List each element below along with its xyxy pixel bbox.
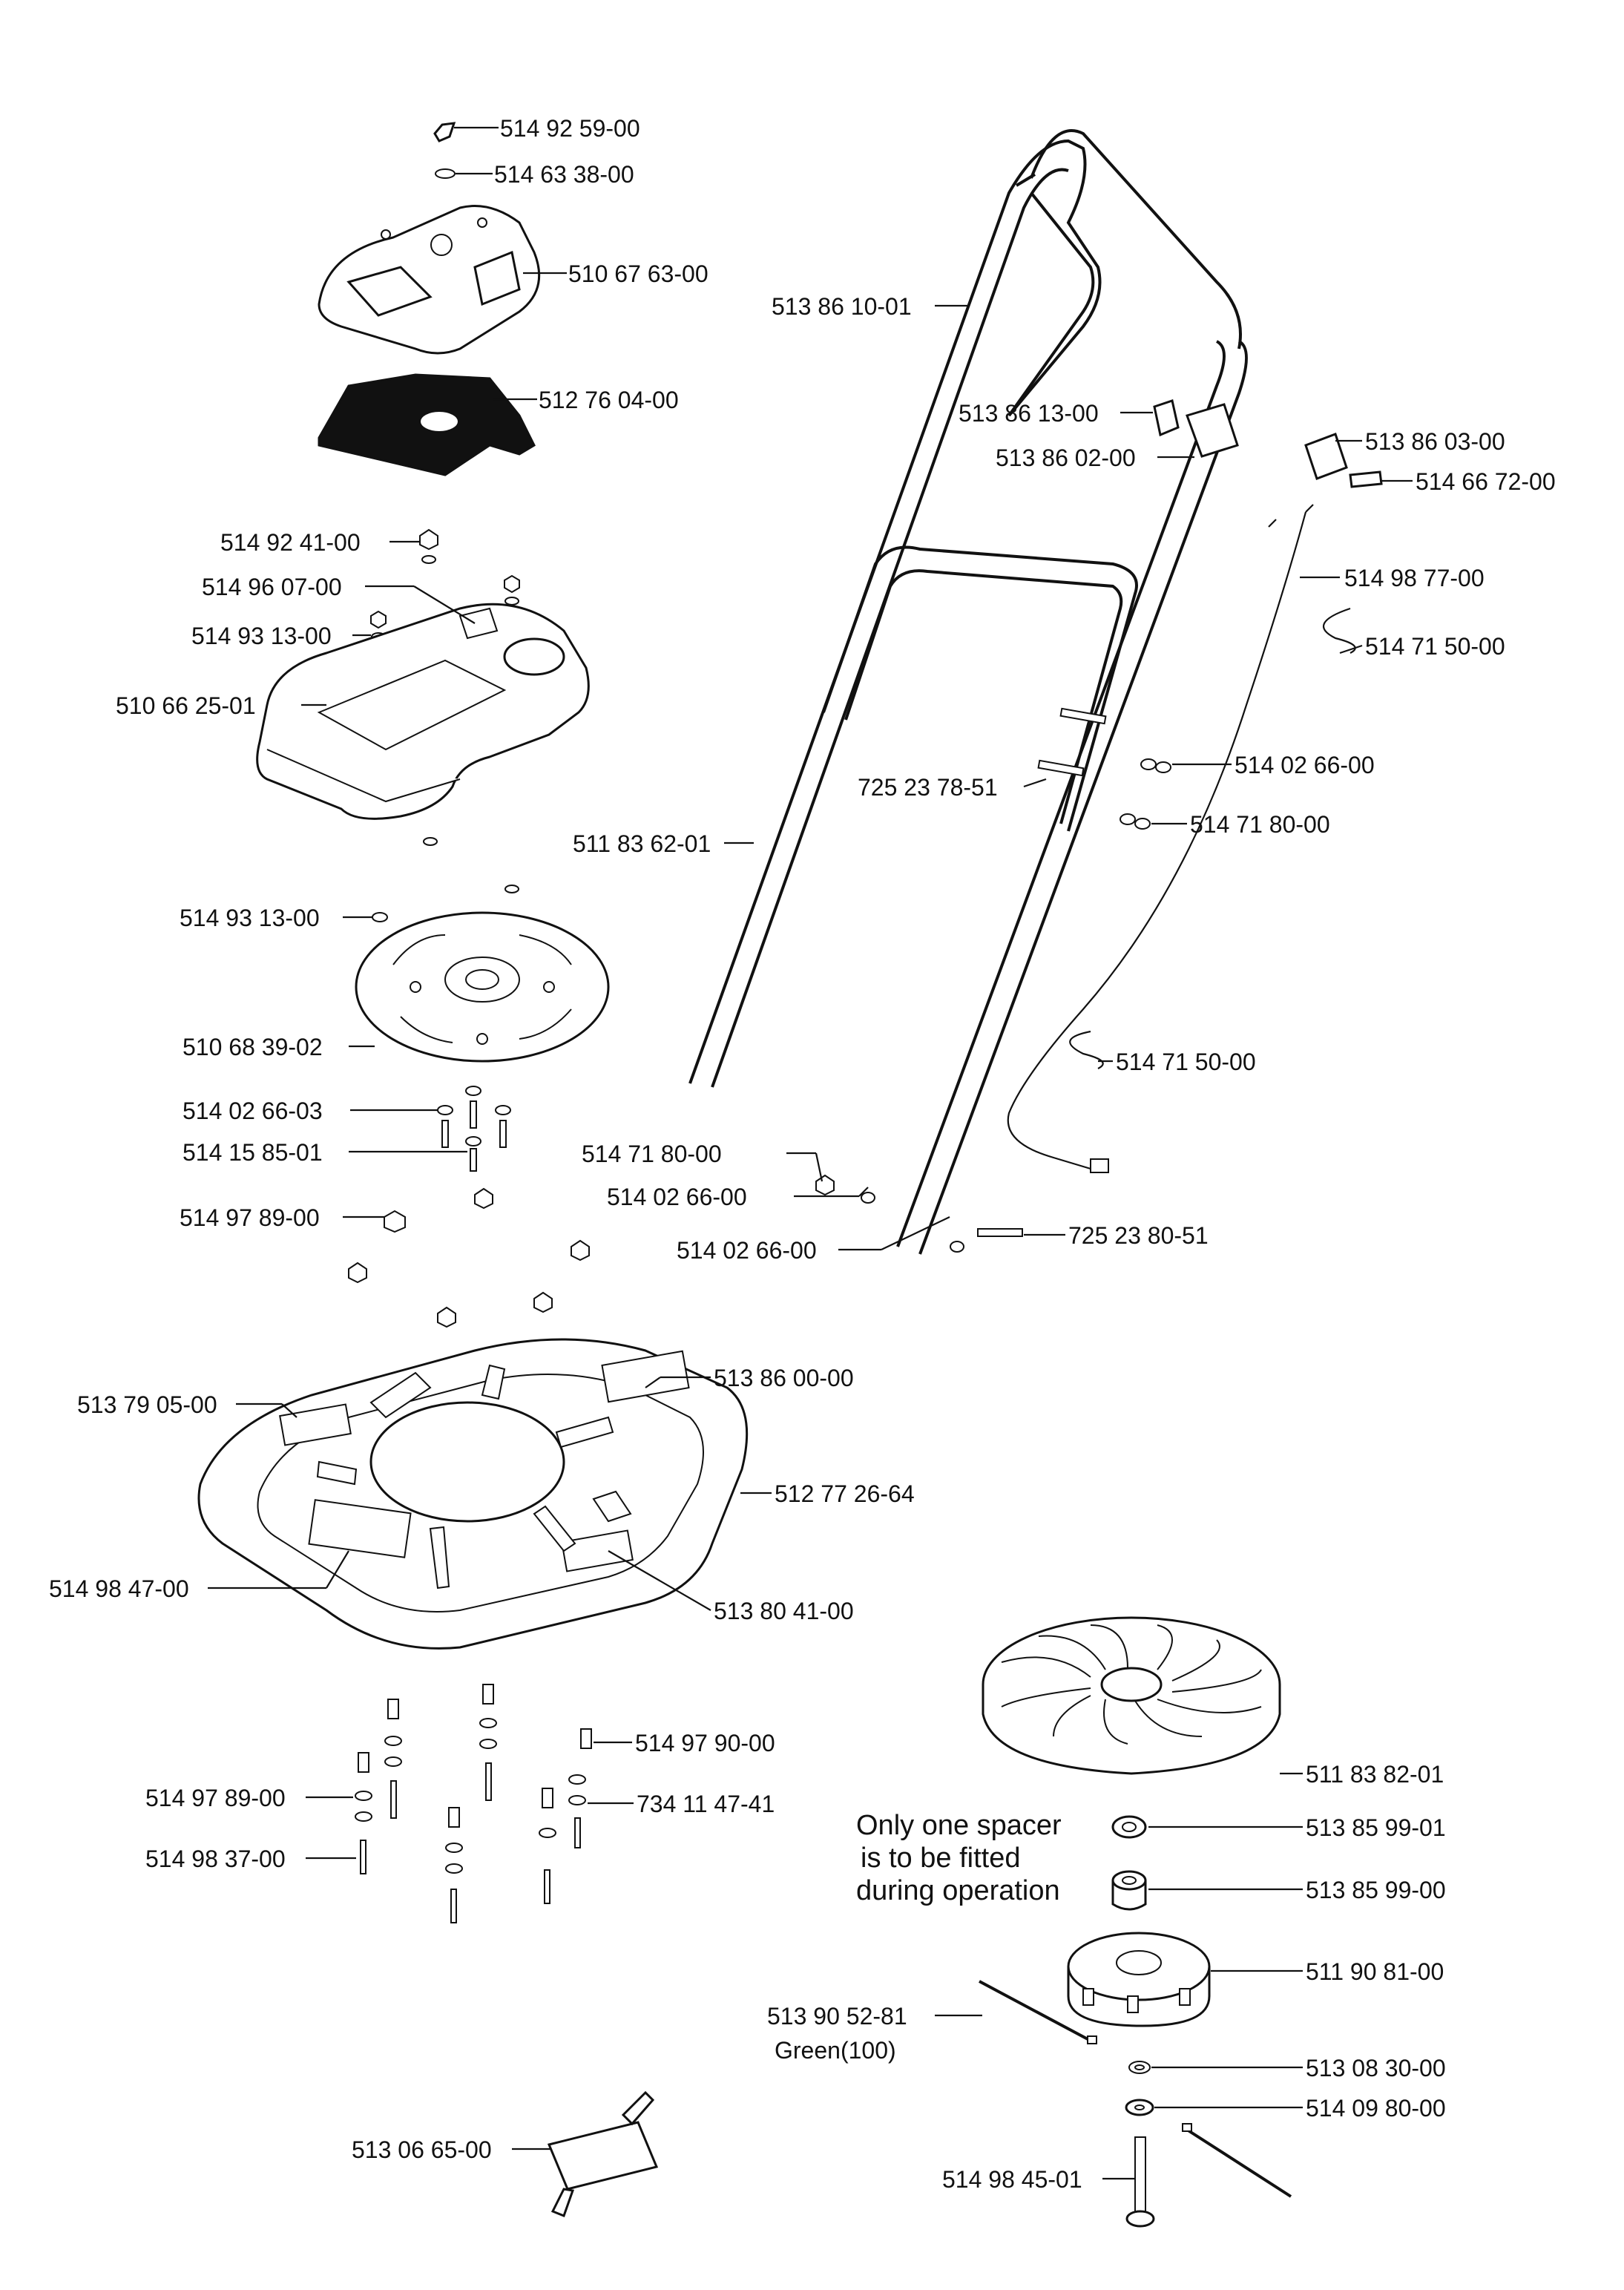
- part-label: 514 97 90-00: [635, 1730, 775, 1756]
- part-label: 513 08 30-00: [1306, 2055, 1446, 2081]
- part-label: 734 11 47-41: [637, 1791, 775, 1817]
- filter-plate-part: [318, 373, 536, 476]
- part-label: 514 92 59-00: [500, 115, 640, 142]
- motor-cover-part: [318, 205, 541, 355]
- part-label: 514 63 38-00: [494, 161, 634, 188]
- handle-bolts: [815, 707, 1171, 1253]
- bottom-hardware: [1125, 2061, 1155, 2228]
- deck-hardware: [355, 1684, 592, 1923]
- cable-part: [1007, 504, 1356, 1173]
- part-label: 514 71 50-00: [1116, 1049, 1256, 1075]
- spacers-part: [1111, 1815, 1147, 1911]
- motor-housing-part: [256, 603, 590, 820]
- screws-part: [348, 1086, 590, 1328]
- handle-part: [688, 129, 1248, 1255]
- part-label: 514 92 41-00: [220, 529, 361, 556]
- part-label: 513 80 41-00: [714, 1598, 854, 1624]
- part-label: 514 02 66-00: [677, 1237, 817, 1264]
- box-wrench-part: [547, 2090, 659, 2217]
- part-label: 514 02 66-03: [183, 1098, 323, 1124]
- part-label: 514 71 80-00: [1190, 811, 1330, 838]
- spacer-note-line1: Only one spacer: [856, 1810, 1062, 1841]
- part-label: 512 76 04-00: [539, 387, 679, 413]
- part-label: 514 02 66-00: [1235, 752, 1375, 778]
- part-label: 514 98 47-00: [49, 1575, 189, 1602]
- leader-lines: [208, 126, 1413, 2180]
- part-label: 510 67 63-00: [568, 260, 709, 287]
- hub-part: [1067, 1932, 1211, 2027]
- part-label: 513 85 99-01: [1306, 1814, 1446, 1841]
- deck-part: [197, 1338, 749, 1650]
- part-label: 513 79 05-00: [77, 1391, 217, 1418]
- part-label: 514 93 13-00: [180, 905, 320, 931]
- spacer-note-line3: during operation: [856, 1875, 1060, 1906]
- part-label: 513 90 52-81: [767, 2003, 907, 2030]
- washer-part: [372, 912, 388, 922]
- part-label: 514 97 89-00: [145, 1785, 286, 1811]
- part-label: 514 98 37-00: [145, 1846, 286, 1872]
- handle-clips: [1153, 399, 1383, 488]
- part-label: 514 09 80-00: [1306, 2095, 1446, 2122]
- part-label: 514 02 66-00: [607, 1184, 747, 1210]
- part-label: 514 15 85-01: [183, 1139, 323, 1166]
- part-label: 513 06 65-00: [352, 2136, 492, 2163]
- part-label: Green(100): [775, 2037, 896, 2064]
- part-label: 511 90 81-00: [1306, 1958, 1444, 1985]
- part-label: 514 71 50-00: [1365, 633, 1505, 660]
- spacer-note-line2: is to be fitted: [861, 1843, 1020, 1874]
- part-label: 513 85 99-00: [1306, 1877, 1446, 1903]
- part-label: 511 83 62-01: [573, 830, 711, 857]
- part-label: 513 86 03-00: [1365, 428, 1505, 455]
- fan-part: [982, 1616, 1281, 1775]
- part-label: 514 71 80-00: [582, 1141, 722, 1167]
- washer-part: [435, 168, 456, 179]
- part-label: 513 86 02-00: [996, 444, 1136, 471]
- part-label: 514 98 45-01: [942, 2166, 1082, 2193]
- washer-part: [504, 885, 519, 893]
- part-label: 514 96 07-00: [202, 574, 342, 600]
- part-label: 511 83 82-01: [1306, 1761, 1444, 1788]
- part-label: 514 66 72-00: [1416, 468, 1556, 495]
- part-label: 513 86 10-01: [772, 293, 912, 320]
- part-label: 510 68 39-02: [183, 1034, 323, 1060]
- part-label: 513 86 13-00: [959, 400, 1099, 427]
- motor-plate-part: [355, 911, 610, 1063]
- part-label: 514 97 89-00: [180, 1204, 320, 1231]
- part-label: 510 66 25-01: [116, 692, 256, 719]
- part-label: 514 93 13-00: [191, 623, 332, 649]
- knob-part: [433, 122, 456, 142]
- part-label: 514 98 77-00: [1344, 565, 1485, 591]
- part-label: 725 23 80-51: [1068, 1222, 1209, 1249]
- part-label: 725 23 78-51: [858, 774, 998, 801]
- part-label: 513 86 00-00: [714, 1365, 854, 1391]
- cable-tie-part: [979, 1980, 1292, 2198]
- washer-part: [423, 837, 438, 846]
- part-label: 512 77 26-64: [775, 1480, 915, 1507]
